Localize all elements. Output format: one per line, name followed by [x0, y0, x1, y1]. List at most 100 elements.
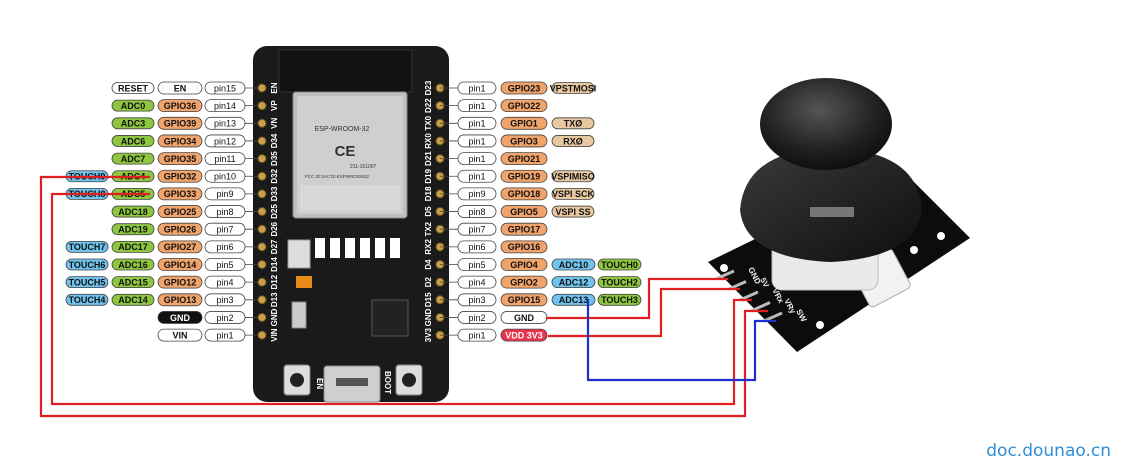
pin-number: pin3: [457, 293, 497, 307]
pin-function-badge: RESET: [111, 82, 155, 94]
pin-number: pin1: [457, 328, 497, 342]
silk-label: D13: [270, 292, 279, 307]
pin-function-badge-text: VSPIMISO: [551, 172, 595, 182]
pin-function-badge: ADC12: [551, 276, 596, 289]
pin-function-badge: VSPI SCK: [551, 187, 595, 200]
pin-name: GPIO15: [500, 293, 548, 307]
pin-function-badge-text: RESET: [118, 83, 149, 93]
pin-function-badge-text: ADC0: [121, 101, 146, 111]
pin-number: pin7: [457, 222, 497, 236]
pin-name-text: GPIO35: [164, 154, 197, 164]
ldo-regulator: [287, 239, 311, 269]
joystick-pin: [739, 290, 759, 302]
silk-label: RX0: [424, 133, 433, 149]
header-pin: [257, 154, 267, 164]
pin-function-badge-text: ADC7: [121, 154, 146, 164]
joystick-pin-label: 5V: [758, 276, 771, 289]
pin-name-text: GPIO23: [508, 83, 541, 93]
pin-number-text: pin9: [468, 189, 485, 199]
pin-function-badge-text: ADC13: [559, 295, 589, 305]
en-button-label: EN: [315, 378, 324, 389]
pin-function-badge: TOUCH0: [597, 258, 642, 271]
silk-label: RX2: [424, 239, 433, 255]
silk-label: D12: [270, 274, 279, 289]
pin-function-badge: VSPI SS: [551, 205, 595, 218]
pin-function-badge: ADC10: [551, 258, 596, 271]
pin-number-text: pin1: [468, 136, 485, 146]
pin-function-badge-text: TOUCH2: [601, 277, 638, 287]
silk-label: D35: [270, 151, 279, 166]
pin-function-badge: ADC6: [111, 135, 155, 147]
pin-function-badge: ADC7: [111, 152, 155, 165]
pin-number-text: pin5: [468, 260, 485, 270]
silk-label: GND: [270, 308, 279, 326]
pin-name: GPIO32: [157, 169, 203, 183]
header-pin: [257, 171, 267, 181]
pin-name: GPIO36: [157, 99, 203, 113]
pin-name-text: GPIO25: [164, 207, 197, 217]
pin-function-badge-text: VSPI SS: [555, 207, 590, 217]
silk-label: D2: [424, 276, 433, 287]
mount-hole: [910, 246, 918, 254]
left-pin-row: pin11 GPIO35 ADC7: [111, 152, 258, 166]
silk-label: VP: [270, 100, 279, 111]
module-rcode: 211-161007: [350, 164, 377, 170]
pin-function-badge: RXØ: [551, 135, 595, 147]
silk-label: D25: [270, 204, 279, 219]
pin-number-text: pin11: [214, 154, 235, 164]
pin-name: GPIO3: [500, 134, 548, 148]
pin-function-badge-text: TOUCH4: [69, 295, 106, 305]
pin-name: GPIO19: [500, 169, 548, 183]
pin-name: GPIO12: [157, 275, 203, 289]
pin-name: GPIO2: [500, 275, 548, 289]
small-regulator: [291, 301, 307, 329]
pin-name: GPIO33: [157, 187, 203, 201]
silk-label: D34: [270, 133, 279, 148]
pin-function-badge-text: ADC15: [118, 277, 148, 287]
header-pin: [257, 242, 267, 252]
silk-label: D22: [424, 98, 433, 113]
pin-name-text: VDD 3V3: [505, 330, 543, 340]
en-button[interactable]: [283, 364, 311, 396]
pin-function-badge: ADC0: [111, 99, 155, 112]
pin-name: GPIO34: [157, 134, 203, 148]
module-inner: [297, 96, 403, 214]
pin-function-badge-text: TOUCH5: [69, 277, 106, 287]
pin-name: GND: [157, 311, 203, 324]
pin-number-text: pin6: [216, 242, 233, 252]
pin-number-text: pin2: [216, 313, 233, 323]
pin-function-badge: TOUCH4: [65, 293, 109, 306]
boot-button[interactable]: [395, 364, 423, 396]
pin-number-text: pin1: [468, 83, 485, 93]
module-fcc: FCC ID:2AC7Z-ESPWROOM32: [305, 174, 370, 179]
module-chip-area: [300, 185, 400, 211]
right-pin-row: pin1 VDD 3V3: [440, 328, 548, 342]
pin-function-badge-text: ADC12: [559, 277, 589, 287]
right-pin-row: pin1 GPIO22: [440, 99, 548, 113]
pin-number-text: pin3: [216, 295, 233, 305]
pin-name: GPIO4: [500, 258, 548, 271]
pin-number: pin9: [204, 187, 246, 201]
silk-label: D21: [424, 151, 433, 166]
pin-function-badge-text: TOUCH6: [69, 260, 106, 270]
pin-function-badge-text: TOUCH7: [69, 242, 106, 252]
wire-gnd-to-gnd: [546, 277, 728, 320]
silk-label: D26: [270, 221, 279, 236]
pin-name: GPIO35: [157, 152, 203, 166]
pin-function-badge-text: TXØ: [564, 119, 583, 129]
pin-number-text: pin12: [214, 136, 236, 146]
pin-number: pin12: [204, 134, 246, 148]
pin-number-text: pin1: [468, 101, 485, 111]
micro-usb-port[interactable]: [323, 365, 381, 403]
pin-function-badge-text: TOUCH3: [601, 295, 638, 305]
wire-3v3-to-5v: [548, 287, 740, 338]
pin-number-text: pin4: [216, 277, 233, 287]
pin-function-badge: VPSTMOSI: [550, 82, 596, 94]
pin-name-text: GPIO22: [508, 101, 541, 111]
